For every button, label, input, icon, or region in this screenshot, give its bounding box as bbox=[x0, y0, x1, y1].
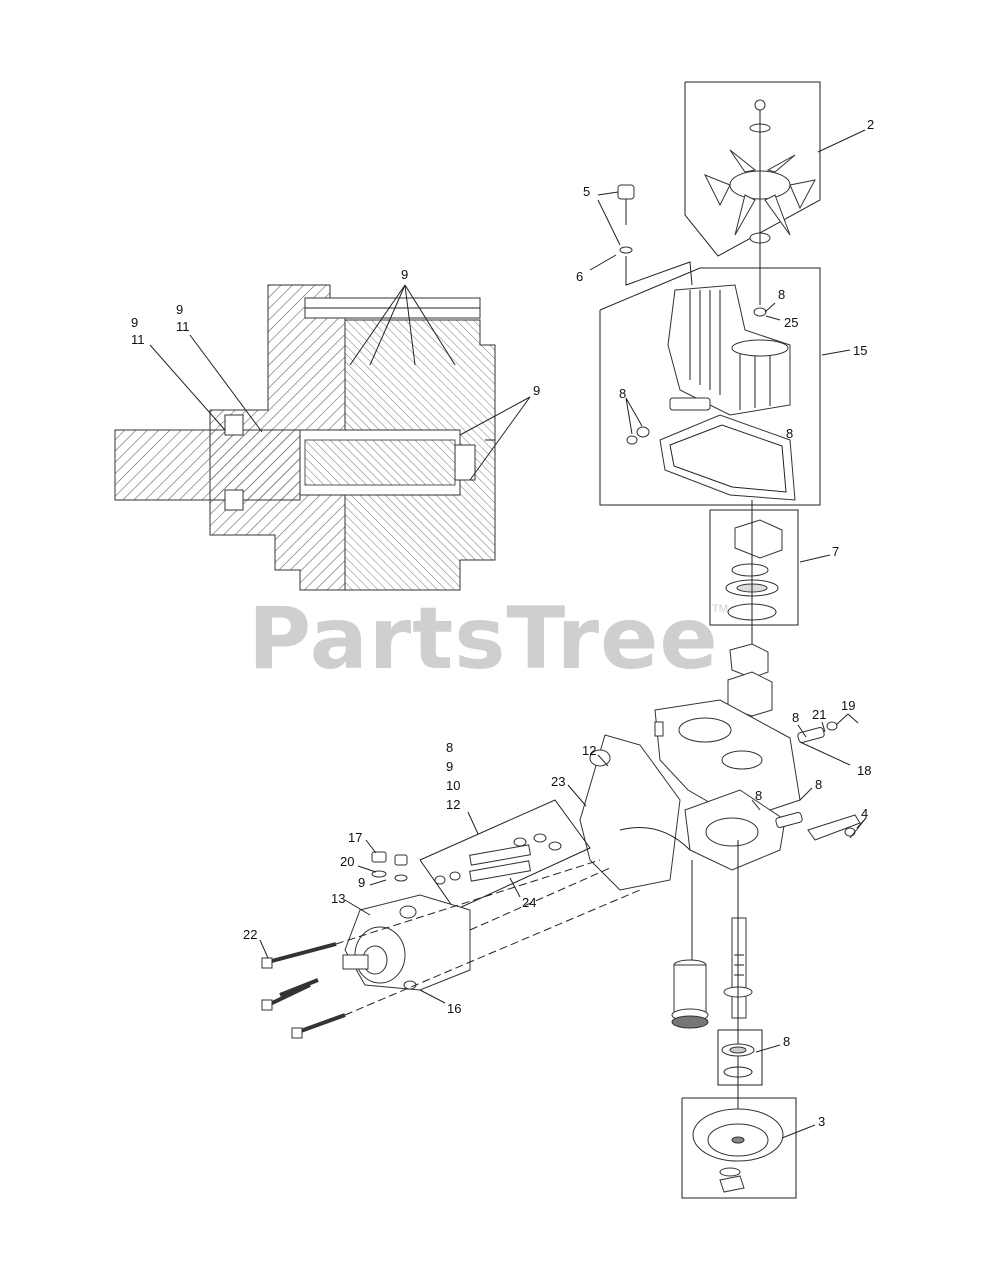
callout-8-housing-top: 8 bbox=[778, 287, 785, 302]
callout-stack-9: 9 bbox=[446, 759, 453, 774]
callout-20: 20 bbox=[340, 854, 354, 869]
check-valves bbox=[371, 851, 408, 882]
callout-9-section-top: 9 bbox=[401, 267, 408, 282]
callout-8-lower-bearing: 8 bbox=[783, 1034, 790, 1049]
callout-17: 17 bbox=[348, 830, 362, 845]
callout-9-valve: 9 bbox=[358, 875, 365, 890]
motor-body bbox=[342, 894, 471, 991]
relief-valves bbox=[775, 721, 838, 829]
callout-9-section-right: 9 bbox=[533, 383, 540, 398]
fan-assembly bbox=[684, 81, 821, 257]
callout-24: 24 bbox=[522, 895, 536, 910]
callout-7: 7 bbox=[832, 544, 839, 559]
watermark-text: PartsTree bbox=[248, 589, 719, 689]
watermark-tm: TM bbox=[712, 603, 728, 615]
callout-11-section-left2: 11 bbox=[176, 319, 190, 334]
pistons bbox=[434, 833, 562, 885]
callouts: 2 5 6 8 25 15 8 8 7 8 21 19 18 8 8 4 8 bbox=[131, 117, 874, 1139]
filter bbox=[671, 959, 709, 1029]
output-shaft bbox=[723, 917, 753, 1019]
coupler bbox=[727, 643, 773, 717]
callout-21: 21 bbox=[812, 707, 826, 722]
callout-8-right: 8 bbox=[815, 777, 822, 792]
callout-5: 5 bbox=[583, 184, 590, 199]
callout-8-center: 8 bbox=[755, 788, 762, 803]
pulley bbox=[692, 1108, 784, 1193]
callout-stack-8: 8 bbox=[446, 740, 453, 755]
callout-8-housing-side: 8 bbox=[619, 386, 626, 401]
callout-22: 22 bbox=[243, 927, 257, 942]
callout-stack-12: 12 bbox=[446, 797, 460, 812]
callout-2: 2 bbox=[867, 117, 874, 132]
bypass-lever bbox=[807, 814, 861, 841]
callout-9-section-left: 9 bbox=[131, 315, 138, 330]
bolts bbox=[261, 942, 346, 1039]
callout-15: 15 bbox=[853, 343, 867, 358]
callout-8-gasket: 8 bbox=[786, 426, 793, 441]
bearing-set bbox=[725, 519, 783, 621]
callout-25: 25 bbox=[784, 315, 798, 330]
callout-6: 6 bbox=[576, 269, 583, 284]
callout-18: 18 bbox=[857, 763, 871, 778]
callout-stack-10: 10 bbox=[446, 778, 460, 793]
callout-8-valve: 8 bbox=[792, 710, 799, 725]
callout-16: 16 bbox=[447, 1001, 461, 1016]
callout-12: 12 bbox=[582, 743, 596, 758]
cross-section-view bbox=[114, 284, 496, 591]
housing-assembly bbox=[626, 284, 791, 445]
callout-23: 23 bbox=[551, 774, 565, 789]
callout-11-section-left: 11 bbox=[131, 332, 145, 347]
callout-13: 13 bbox=[331, 891, 345, 906]
center-section bbox=[654, 699, 801, 871]
vent-cap bbox=[617, 184, 635, 254]
housing-gasket bbox=[659, 414, 796, 501]
callout-3: 3 bbox=[818, 1114, 825, 1129]
callout-19: 19 bbox=[841, 698, 855, 713]
callout-4: 4 bbox=[861, 806, 868, 821]
callout-9-section-left2: 9 bbox=[176, 302, 183, 317]
